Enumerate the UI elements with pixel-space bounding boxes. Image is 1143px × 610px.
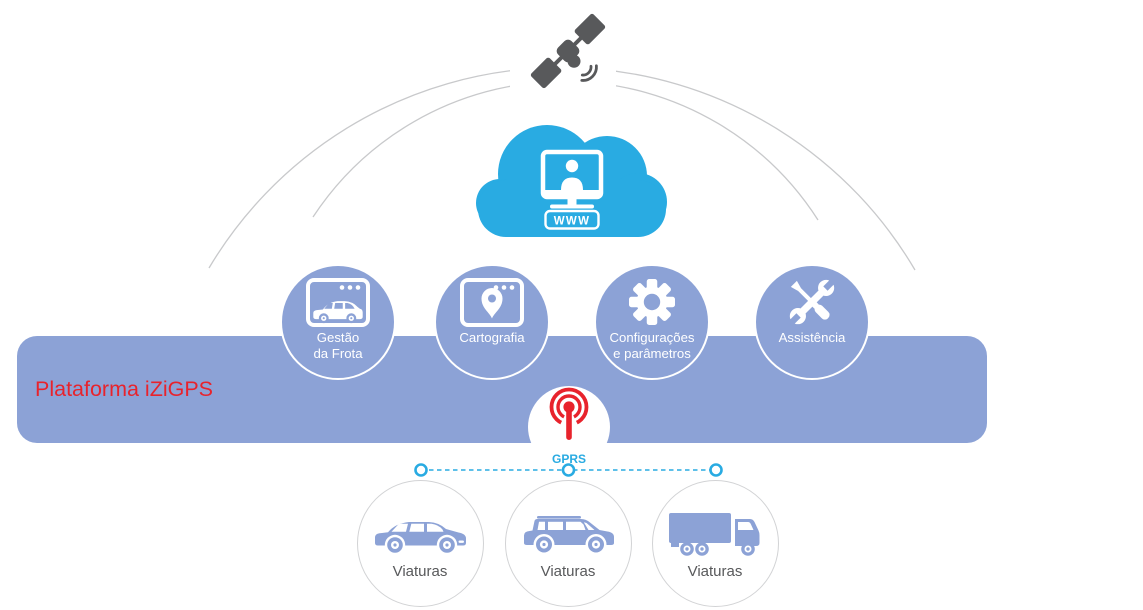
feature-circle-cartografia: Cartografia — [434, 264, 550, 380]
vehicle-circle-car: Viaturas — [357, 480, 484, 607]
vehicle-circle-suv: Viaturas — [505, 480, 632, 607]
browser-car-icon — [306, 278, 370, 327]
feature-label: Cartografia — [459, 330, 525, 345]
monitor-user-icon — [540, 149, 604, 209]
www-label: WWW — [554, 216, 590, 228]
browser-map-pin-icon — [460, 278, 524, 327]
satellite-waves — [580, 64, 598, 82]
vehicle-circle-truck: Viaturas — [652, 480, 779, 607]
antenna-icon — [549, 387, 589, 440]
truck-icon — [669, 513, 760, 556]
car-icon — [375, 522, 466, 556]
vehicle-label: Viaturas — [540, 563, 596, 580]
gear-icon — [629, 279, 675, 325]
www-badge: WWW — [544, 209, 600, 230]
satellite-icon — [530, 13, 606, 89]
vehicle-label: Viaturas — [392, 563, 448, 580]
gprs-circle — [528, 386, 610, 468]
suv-icon — [524, 516, 614, 555]
wrench-screwdriver-icon — [787, 277, 837, 327]
vehicle-label: Viaturas — [687, 563, 743, 580]
gprs-label: GPRS — [551, 452, 586, 466]
platform-label: Plataforma iZiGPS — [35, 377, 214, 401]
feature-label: Assistência — [778, 330, 846, 345]
feature-circle-assistencia: Assistência — [754, 264, 870, 380]
